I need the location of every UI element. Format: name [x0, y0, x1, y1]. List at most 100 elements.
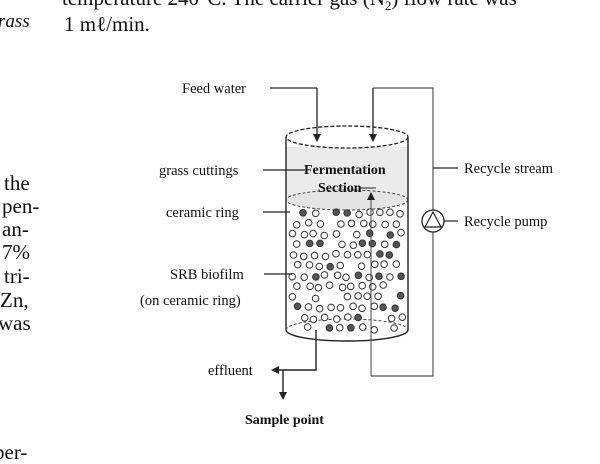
ceramic-ring-bead: [343, 250, 352, 259]
srb-biofilm-bead: [396, 291, 405, 300]
srb-biofilm-bead: [326, 262, 335, 271]
left-column-line: the: [4, 171, 30, 195]
ceramic-ring-bead: [309, 229, 317, 238]
ceramic-ring-bead: [347, 219, 356, 228]
srb-biofilm-bead: [368, 239, 377, 248]
ceramic-ring-beads: [288, 208, 407, 334]
ceramic-ring-bead: [336, 304, 345, 312]
ceramic-ring-bead: [386, 208, 394, 216]
left-column-line: pen-: [2, 194, 40, 218]
ceramic-ring-bead: [358, 281, 367, 290]
left-column-line: Zn,: [0, 288, 29, 312]
ceramic-ring-bead: [363, 292, 371, 301]
ceramic-ring-bead: [320, 271, 329, 279]
ceramic-ring-bead: [293, 260, 302, 269]
srb-biofilm-bead: [354, 313, 362, 322]
ceramic-ring-bead: [346, 282, 355, 291]
left-column-line: 7%: [2, 240, 30, 264]
ceramic-ring-bead: [338, 283, 347, 292]
ceramic-ring-bead: [337, 220, 345, 228]
srb-biofilm-bead: [385, 251, 394, 259]
srb-biofilm-bead: [386, 231, 395, 239]
ceramic-ring-bead: [380, 240, 389, 249]
ceramic-ring-bead: [315, 304, 324, 313]
ceramic-ring-bead: [314, 283, 323, 292]
srb-biofilm-bead: [392, 240, 401, 249]
ceramic-ring-bead: [392, 220, 401, 228]
ceramic-ring-bead: [288, 229, 297, 238]
ceramic-ring-bead: [398, 313, 407, 322]
srb-biofilm-label: SRB biofilm: [170, 267, 244, 283]
ceramic-ring-bead: [311, 294, 320, 303]
ceramic-ring-bead: [288, 293, 297, 301]
left-column-line: tri-: [4, 264, 30, 288]
srb-biofilm-bead: [325, 324, 334, 332]
ceramic-ring-bead: [374, 292, 382, 301]
ceramic-ring-bead: [386, 273, 394, 281]
ceramic-ring-bead: [336, 261, 345, 270]
ceramic-ring-bead: [300, 273, 309, 282]
ceramic-ring-bead: [306, 282, 314, 291]
left-fragment-top: rass: [0, 11, 30, 32]
ceramic-ring-bead: [342, 273, 350, 282]
ceramic-ring-bead: [310, 251, 319, 260]
ceramic-ring-bead: [316, 220, 325, 228]
srb-biofilm-bead: [365, 229, 374, 237]
fermentation-label: Fermentation: [304, 163, 386, 178]
ceramic-ring-bead: [292, 221, 301, 229]
ceramic-ring-bead: [320, 231, 329, 240]
srb-biofilm-bead: [379, 303, 387, 312]
effluent-label: effluent: [208, 363, 253, 379]
ceramic-ring-bead: [305, 261, 314, 269]
srb-biofilm-sublabel: (on ceramic ring): [140, 293, 241, 309]
ceramic-ring-bead: [353, 230, 361, 239]
srb-biofilm-bead: [305, 239, 314, 248]
ceramic-ring-bead: [336, 323, 344, 332]
srb-biofilm-bead: [397, 272, 405, 281]
ceramic-ring-bead: [300, 230, 309, 239]
srb-biofilm-bead: [358, 239, 367, 247]
section-label: Section: [318, 181, 362, 196]
ceramic-ring-bead: [325, 281, 334, 290]
ceramic-ring-bead: [293, 282, 301, 290]
ceramic-ring-bead: [381, 220, 390, 229]
ceramic-ring-bead: [309, 315, 318, 324]
ceramic-ring-bead: [370, 302, 379, 311]
ceramic-ring-bead: [371, 260, 379, 269]
recycle-pump-icon: [421, 209, 445, 233]
ceramic-ring-bead: [366, 208, 374, 216]
ceramic-ring-bead: [396, 210, 404, 218]
paper-text-top-line: temperature 240°C. The carrier gas (N2) …: [62, 0, 517, 12]
ceramic-ring-bead: [344, 313, 352, 321]
srb-biofilm-bead: [332, 208, 341, 216]
ceramic-ring-bead: [292, 240, 301, 248]
sample-point-label: Sample point: [245, 413, 324, 428]
ceramic-ring-bead: [304, 303, 313, 311]
ceramic-ring-bead: [358, 304, 366, 313]
ceramic-ring-bead: [354, 292, 362, 300]
ceramic-ring-bead: [390, 324, 398, 332]
ceramic-ring-bead: [357, 262, 366, 271]
ceramic-ring-bead: [332, 230, 341, 238]
ceramic-ring-bead: [368, 283, 377, 291]
srb-biofilm-bead: [312, 273, 320, 281]
recycle-stream-label: Recycle stream: [464, 161, 554, 177]
ceramic-ring-bead: [332, 249, 340, 258]
ceramic-ring-bead: [338, 240, 346, 249]
ceramic-ring-bead: [289, 251, 298, 259]
ceramic-ring-bead: [392, 260, 401, 268]
ceramic-ring-bead: [327, 303, 335, 312]
ceramic-ring-bead: [304, 218, 313, 227]
top-line-end: ) flow rate was: [391, 0, 516, 10]
ceramic-ring-bead: [359, 323, 367, 331]
srb-biofilm-bead: [343, 209, 352, 217]
ceramic-ring-bead: [355, 210, 363, 219]
ceramic-ring-bead: [376, 208, 384, 217]
ceramic-ring-bead: [379, 281, 388, 289]
ceramic-ring-bead: [288, 272, 297, 281]
ceramic-ring-bead: [320, 313, 329, 322]
ceramic-ring-bead: [315, 262, 324, 271]
ceramic-ring-bead: [397, 228, 405, 237]
ceramic-ring-bead: [303, 323, 312, 331]
